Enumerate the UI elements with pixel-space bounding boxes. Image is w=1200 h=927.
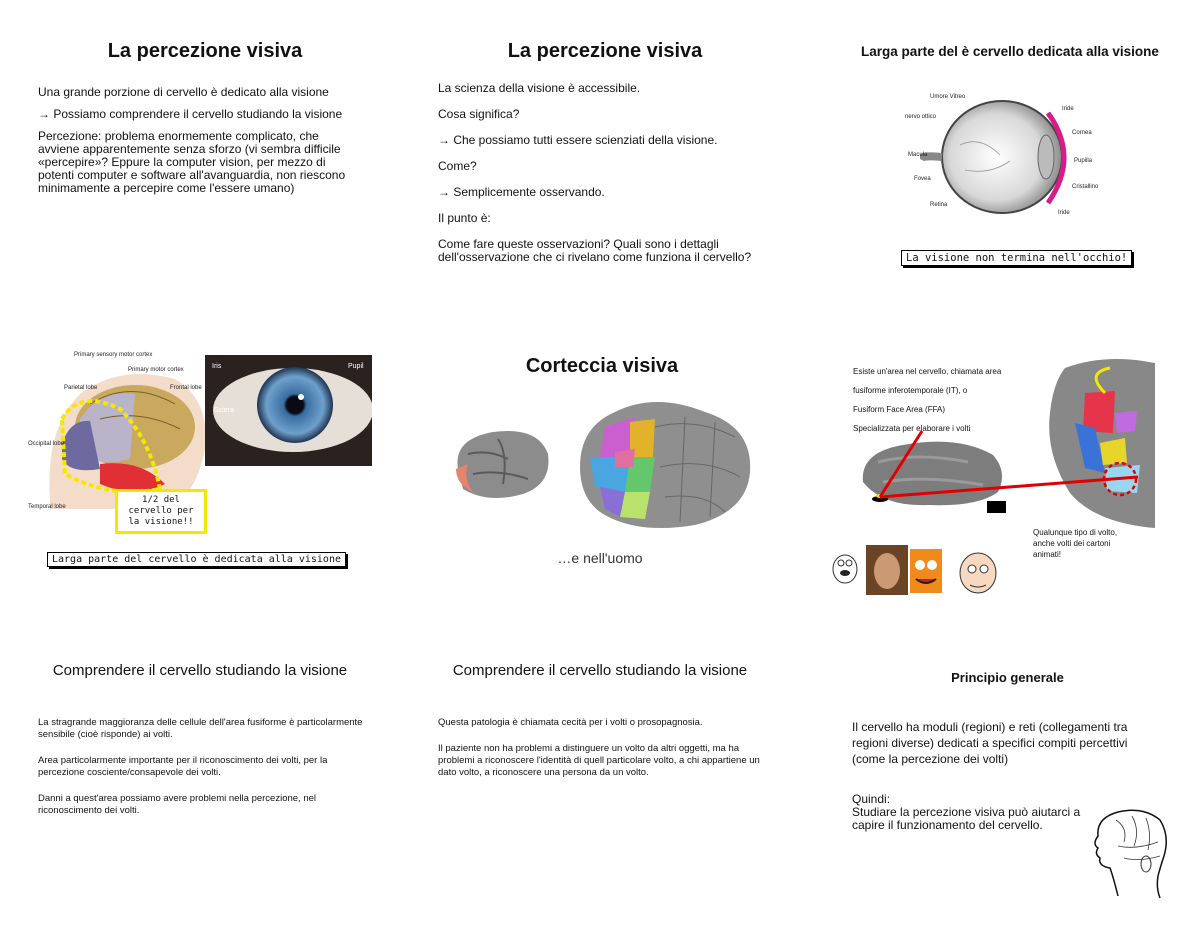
eye-photo-label: Iris: [212, 363, 222, 370]
slide-3-caption: La visione non termina nell'occhio!: [901, 250, 1133, 266]
slide-2-line: Come fare queste osservazioni? Quali son…: [438, 237, 752, 264]
brain-lobes-diagram: [49, 374, 206, 509]
slide-9-title: Principio generale: [951, 670, 1064, 685]
slide-1-paragraph-3: Percezione: problema enormemente complic…: [38, 129, 346, 195]
slide-8: Comprendere il cervello studiando la vis…: [400, 618, 800, 927]
slide-9: Principio generale Il cervello ha moduli…: [800, 618, 1200, 927]
brain-label: Occipital lobe: [28, 441, 65, 447]
eye-photo-label: Pupil: [348, 363, 364, 370]
slide-1-body: Una grande porzione di cervello è dedica…: [38, 86, 363, 204]
eye-photo-label: Sclera: [214, 407, 234, 414]
slide-2-line: → Semplicemente osservando.: [438, 185, 605, 199]
slide-7: Comprendere il cervello studiando la vis…: [0, 618, 400, 927]
slide-2-body: La scienza della visione è accessibile. …: [438, 82, 763, 273]
slide-9-paragraph-1: Il cervello ha moduli (regioni) e reti (…: [852, 720, 1128, 766]
slide-2-line: Cosa significa?: [438, 107, 520, 121]
ffa-line: Esiste un'area nel cervello, chiamata ar…: [853, 367, 1002, 376]
eye-label: Cornea: [1072, 130, 1092, 136]
slide-7-paragraph: La stragrande maggioranza delle cellule …: [38, 717, 363, 740]
eye-label: Iride: [1058, 210, 1070, 216]
slide-2-title: La percezione visiva: [507, 40, 703, 62]
slide-3: Larga parte del è cervello dedicata alla…: [800, 0, 1200, 309]
slide-1-title: La percezione visiva: [107, 40, 303, 62]
ffa-line: fusiforme inferotemporale (IT), o: [853, 386, 968, 395]
slide-8-body: Questa patologia è chiamata cecità per i…: [438, 717, 768, 793]
brain-label: Frontal lobe: [170, 385, 202, 391]
slide-7-paragraph: Danni a quest'area possiamo avere proble…: [38, 793, 317, 816]
slide-5-title: Corteccia visiva: [525, 355, 679, 377]
half-brain-note: 1/2 del cervello per la visione!!: [115, 489, 207, 534]
brain-label: Parietal lobe: [64, 385, 98, 391]
human-flatmap-image: [580, 402, 751, 529]
slide-7-paragraph: Area particolarmente importante per il r…: [38, 755, 328, 778]
monkey-cortex-image: [456, 430, 549, 498]
cartoon-faces-strip: [832, 545, 997, 595]
ffa-line: Specializzata per elaborare i volti: [853, 424, 971, 433]
eye-label: Macula: [908, 152, 928, 158]
eye-label: nervo ottico: [905, 114, 937, 120]
brain-label: Primary sensory motor cortex: [74, 352, 153, 358]
cartoon-faces-note: Qualunque tipo di volto, anche volti dei…: [1033, 528, 1118, 559]
slide-1-paragraph-1: Una grande porzione di cervello è dedica…: [38, 85, 329, 99]
eye-label: Umore Vitreo: [930, 94, 966, 100]
ffa-text: Esiste un'area nel cervello, chiamata ar…: [853, 362, 1001, 438]
slide-2-line: Il punto è:: [438, 211, 491, 225]
eye-label: Fovea: [914, 176, 931, 182]
slide-8-subtitle: Comprendere il cervello studiando la vis…: [452, 662, 748, 679]
slide-2: La percezione visiva La scienza della vi…: [400, 0, 800, 309]
slide-7-body: La stragrande maggioranza delle cellule …: [38, 717, 373, 831]
brain-label: Temporal lobe: [28, 504, 66, 510]
slide-2-line: → Che possiamo tutti essere scienziati d…: [438, 133, 718, 147]
ffa-brain-slice-image: [1049, 359, 1155, 528]
black-marker: [987, 501, 1006, 513]
slide-2-line: La scienza della visione è accessibile.: [438, 81, 641, 95]
slide-9-paragraph-2b: Studiare la percezione visiva può aiutar…: [852, 805, 1081, 832]
slide-3-title: Larga parte del è cervello dedicata alla…: [861, 44, 1159, 59]
slide-5-caption: …e nell'uomo: [557, 550, 643, 566]
slide-1: La percezione visiva Una grande porzione…: [0, 0, 400, 309]
brain-label: Primary motor cortex: [128, 367, 184, 373]
slide-8-paragraph: Questa patologia è chiamata cecità per i…: [438, 717, 703, 728]
ffa-line: Fusiform Face Area (FFA): [853, 405, 946, 414]
eye-anatomy-diagram: [920, 100, 1067, 214]
ffa-pointer-lines: [878, 430, 1139, 499]
slide-1-paragraph-2: → Possiamo comprendere il cervello studi…: [38, 107, 343, 121]
slide-7-subtitle: Comprendere il cervello studiando la vis…: [52, 662, 348, 679]
slide-2-line: Come?: [438, 159, 477, 173]
eye-label: Cristallino: [1072, 184, 1099, 190]
slide-4-caption: Larga parte del cervello è dedicata alla…: [47, 552, 346, 567]
phrenology-head-sketch: [1094, 809, 1167, 899]
slide-6: Esiste un'area nel cervello, chiamata ar…: [800, 309, 1200, 618]
eye-label: Pupilla: [1074, 158, 1093, 164]
slide-4: Primary sensory motor cortex Primary mot…: [0, 309, 400, 618]
eye-label: Iride: [1062, 106, 1074, 112]
slide-5: Corteccia visiva …e nell'uomo: [400, 309, 800, 618]
human-eye-photo: [205, 355, 372, 466]
slide-8-paragraph: Il paziente non ha problemi a distinguer…: [438, 743, 760, 778]
slide-9-body: Il cervello ha moduli (regioni) e reti (…: [852, 719, 1152, 832]
slide-9-paragraph-2a: Quindi:: [852, 792, 891, 806]
eye-label: Retina: [930, 202, 948, 208]
